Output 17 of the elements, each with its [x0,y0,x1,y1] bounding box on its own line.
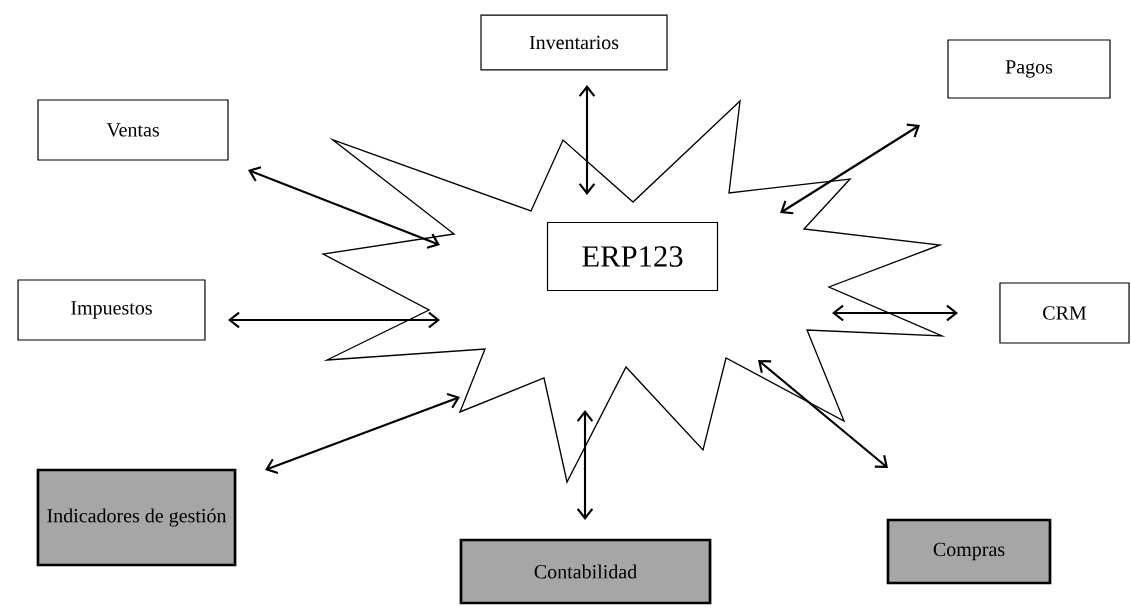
module-box: Indicadores de gestión [36,468,237,567]
arrow [758,360,888,468]
arrow [780,123,920,215]
module-box: Ventas [37,99,229,161]
arrow [832,304,958,322]
arrow [228,311,440,329]
module-box: Contabilidad [459,538,712,605]
module-box: Inventarios [480,14,668,71]
arrow [576,410,594,520]
arrow [265,393,460,474]
arrow [578,85,596,195]
module-box: CRM [999,282,1130,344]
system-box: ERP123 [546,221,719,292]
module-box: Pagos [947,39,1111,99]
module-box: Compras [886,518,1052,585]
arrow [248,166,440,249]
module-box: Impuestos [17,279,206,341]
